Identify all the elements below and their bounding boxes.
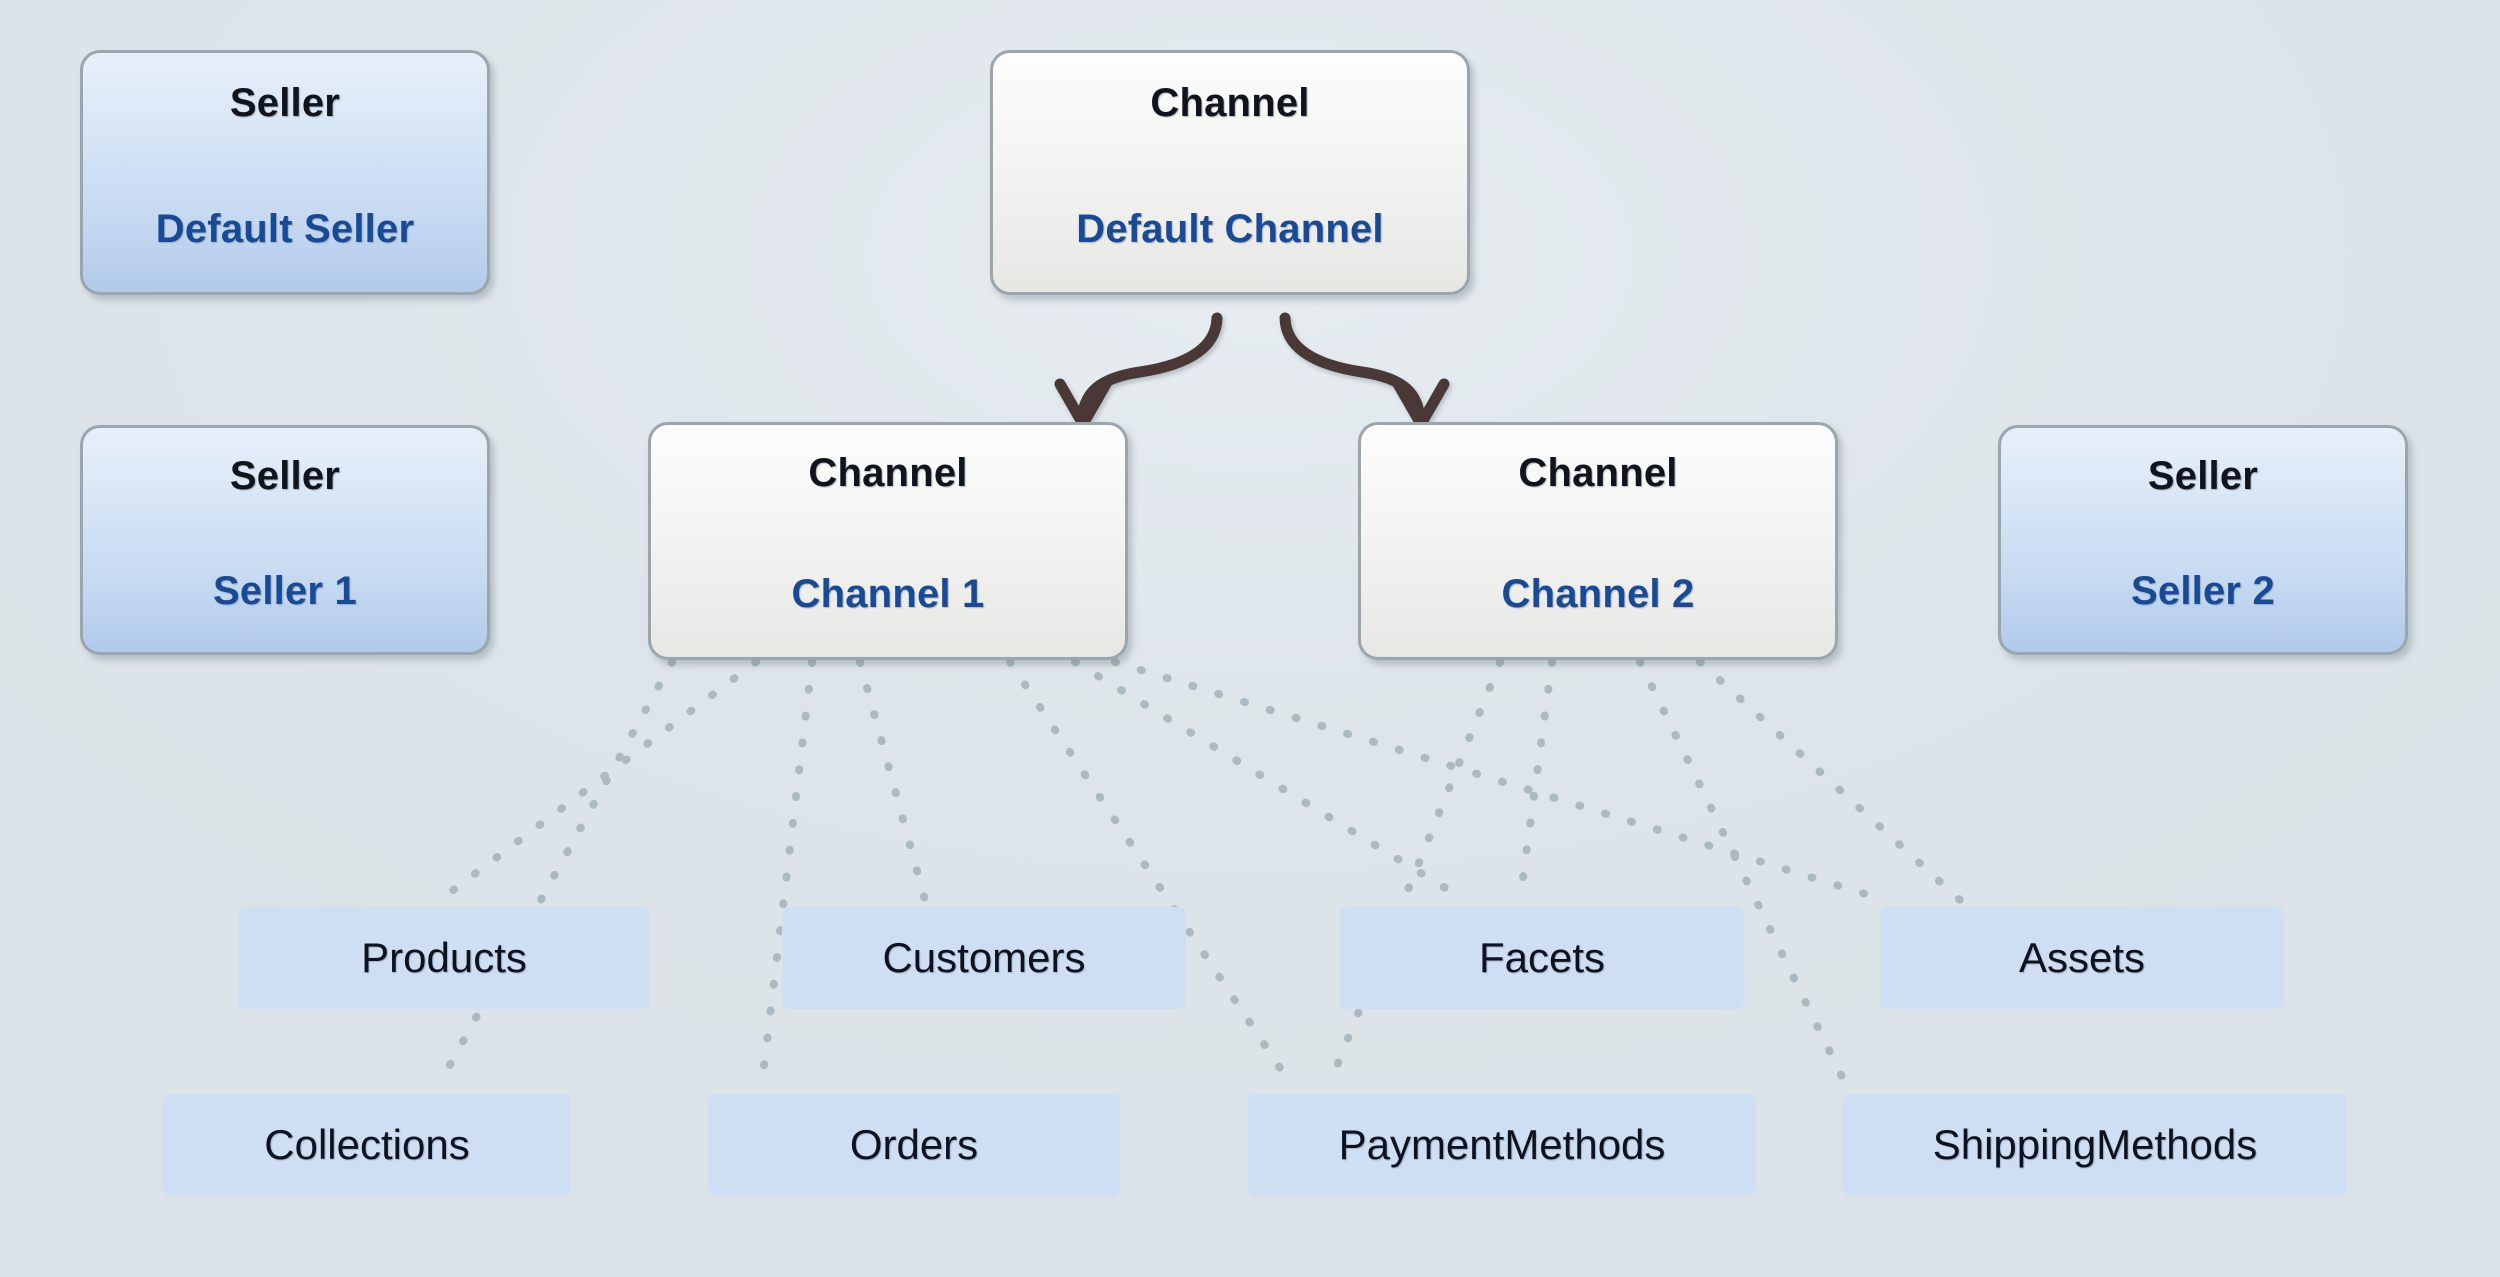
node-name-label: Seller 2: [2131, 569, 2275, 613]
entity-chip-collections[interactable]: Collections: [163, 1094, 571, 1196]
entity-chip-shippingmethods[interactable]: ShippingMethods: [1843, 1094, 2347, 1196]
node-type-label: Seller: [229, 454, 341, 498]
entity-chip-paymentmethods[interactable]: PaymentMethods: [1248, 1094, 1756, 1196]
node-type-label: Seller: [2147, 454, 2259, 498]
node-type-label: Channel: [1518, 451, 1678, 495]
node-name-label: Default Channel: [1076, 207, 1384, 251]
entity-chip-label: ShippingMethods: [1932, 1121, 2258, 1168]
node-default-seller[interactable]: Seller Default Seller: [80, 50, 490, 295]
node-name-label: Channel 2: [1501, 572, 1695, 616]
entity-chip-label: PaymentMethods: [1338, 1121, 1666, 1168]
dotted-link-channel2-facets: [1516, 658, 1556, 904]
dotted-link-channel2-assets: [1696, 658, 1964, 904]
node-seller-2[interactable]: Seller Seller 2: [1998, 425, 2408, 655]
dotted-link-channel1-customers: [856, 658, 929, 904]
node-seller-1[interactable]: Seller Seller 1: [80, 425, 490, 655]
entity-chip-assets[interactable]: Assets: [1880, 907, 2284, 1009]
entity-chip-customers[interactable]: Customers: [782, 907, 1186, 1009]
entity-chip-label: Facets: [1478, 934, 1606, 981]
node-default-channel[interactable]: Channel Default Channel: [990, 50, 1470, 295]
node-type-label: Channel: [1150, 81, 1310, 125]
dotted-link-channel1-facets: [1071, 658, 1469, 904]
dotted-link-channel2-shipping: [1636, 658, 1849, 1087]
entity-chip-label: Collections: [264, 1121, 470, 1168]
arrow-default-channel-to-channel1: [1054, 312, 1223, 430]
entity-chip-label: Products: [361, 934, 527, 981]
dotted-link-channel2-payment: [1326, 658, 1504, 1087]
dotted-links-channel2: [1326, 658, 1964, 1087]
dotted-link-channel1-orders: [758, 658, 816, 1087]
entity-chip-label: Orders: [849, 1121, 979, 1168]
entity-chip-facets[interactable]: Facets: [1340, 907, 1744, 1009]
entity-chip-orders[interactable]: Orders: [708, 1094, 1120, 1196]
dotted-link-channel1-collections: [436, 658, 676, 1087]
entity-chip-label: Assets: [2018, 934, 2146, 981]
dotted-links-channel1: [436, 658, 1889, 1087]
node-type-label: Channel: [808, 451, 968, 495]
entity-chip-label: Customers: [882, 934, 1086, 981]
entity-chip-products[interactable]: Products: [238, 907, 650, 1009]
node-type-label: Seller: [229, 81, 341, 125]
dotted-link-channel1-payment: [1006, 658, 1294, 1087]
node-channel-1[interactable]: Channel Channel 1: [648, 422, 1128, 660]
arrow-default-channel-to-channel2: [1279, 312, 1450, 430]
node-channel-2[interactable]: Channel Channel 2: [1358, 422, 1838, 660]
node-name-label: Default Seller: [155, 207, 415, 251]
dotted-link-channel1-assets: [1111, 658, 1889, 904]
dotted-link-channel1-products: [436, 658, 760, 904]
node-name-label: Seller 1: [213, 569, 357, 613]
node-name-label: Channel 1: [791, 572, 985, 616]
